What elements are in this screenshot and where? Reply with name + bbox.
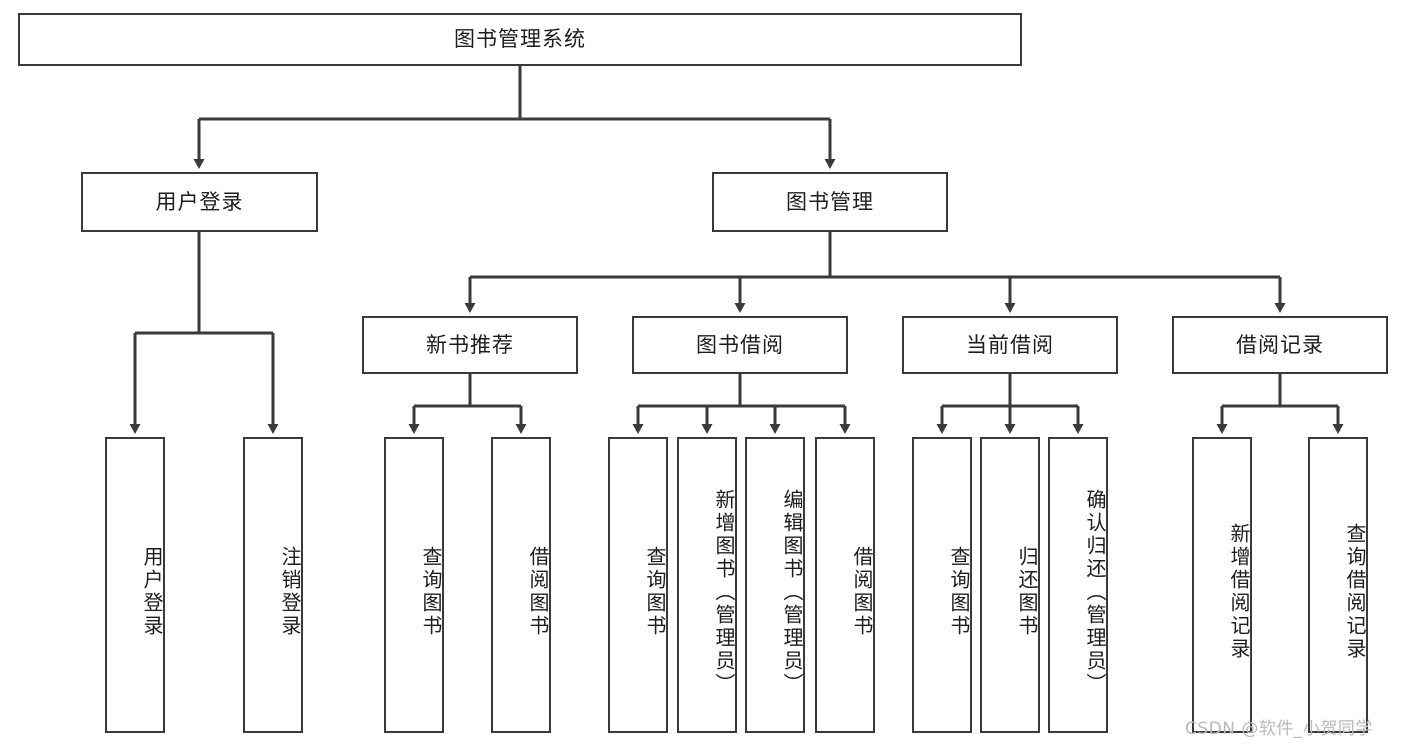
node-label: 图书管理: [786, 189, 874, 214]
node-label: 查询图书: [947, 546, 971, 638]
node-borrow-record[interactable]: 借阅记录: [1172, 316, 1388, 374]
leaf-borrow-edit-book-admin[interactable]: 编辑图书（管理员）: [745, 437, 805, 733]
node-label: 编辑图书（管理员）: [780, 488, 804, 696]
node-label: 图书借阅: [696, 332, 784, 357]
leaf-current-confirm-return-admin[interactable]: 确认归还（管理员）: [1048, 437, 1108, 733]
node-label: 新书推荐: [426, 332, 514, 357]
node-label: 查询借阅记录: [1343, 523, 1367, 661]
node-label: 确认归还（管理员）: [1083, 488, 1107, 696]
node-label: 借阅图书: [526, 546, 550, 638]
node-label: 当前借阅: [966, 332, 1054, 357]
node-label: 查询图书: [643, 546, 667, 638]
leaf-recommend-borrow-book[interactable]: 借阅图书: [491, 437, 551, 733]
node-label: 归还图书: [1015, 546, 1039, 638]
node-label: 新增图书（管理员）: [712, 488, 736, 696]
node-root-book-management-system[interactable]: 图书管理系统: [18, 13, 1022, 66]
leaf-recommend-query-book[interactable]: 查询图书: [384, 437, 444, 733]
node-label: 注销登录: [278, 546, 302, 638]
leaf-current-query-book[interactable]: 查询图书: [912, 437, 972, 733]
node-label: 借阅图书: [850, 546, 874, 638]
node-new-book-recommend[interactable]: 新书推荐: [362, 316, 578, 374]
node-label: 新增借阅记录: [1227, 523, 1251, 661]
leaf-user-login-login[interactable]: 用户登录: [105, 437, 165, 733]
node-label: 借阅记录: [1236, 332, 1324, 357]
node-label: 用户登录: [155, 189, 244, 214]
node-label: 图书管理系统: [454, 27, 586, 52]
node-user-login[interactable]: 用户登录: [81, 172, 318, 232]
leaf-current-return-book[interactable]: 归还图书: [980, 437, 1040, 733]
node-book-borrow[interactable]: 图书借阅: [632, 316, 848, 374]
leaf-borrow-query-book[interactable]: 查询图书: [608, 437, 668, 733]
node-book-management[interactable]: 图书管理: [712, 172, 948, 232]
leaf-record-query-borrow-record[interactable]: 查询借阅记录: [1308, 437, 1368, 733]
leaf-record-add-borrow-record[interactable]: 新增借阅记录: [1192, 437, 1252, 733]
leaf-borrow-borrow-book[interactable]: 借阅图书: [815, 437, 875, 733]
node-label: 用户登录: [140, 546, 164, 638]
watermark: CSDN @软件_小贺同学: [1185, 719, 1373, 739]
node-label: 查询图书: [419, 546, 443, 638]
leaf-user-login-logout[interactable]: 注销登录: [243, 437, 303, 733]
node-current-borrow[interactable]: 当前借阅: [902, 316, 1118, 374]
leaf-borrow-add-book-admin[interactable]: 新增图书（管理员）: [677, 437, 737, 733]
